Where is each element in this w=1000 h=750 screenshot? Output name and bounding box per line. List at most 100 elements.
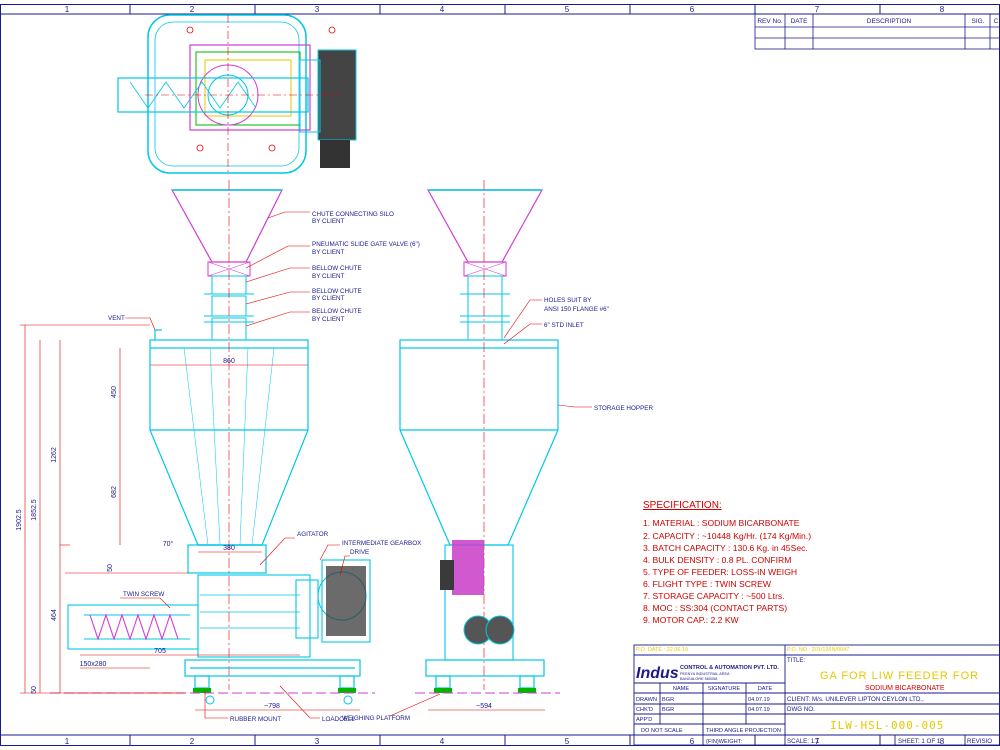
title-block: P.O. DATE : 22.06.19 P.O. NO.: 201/19/IN… (633, 644, 1000, 746)
column-number: 7 (815, 5, 820, 14)
callout-bellow-1: BELLOW CHUTE (312, 265, 362, 272)
dwg-label: DWG NO. (787, 706, 815, 713)
company-name: CONTROL & AUTOMATION PVT. LTD. (680, 665, 779, 671)
dimension-lines (20, 324, 545, 711)
rev-date-header: DATE (791, 18, 809, 25)
dim-594: ~594 (476, 703, 492, 710)
column-number: 6 (690, 5, 695, 14)
dwg-number: ILW-HSL-000-005 (830, 719, 944, 732)
motor-block (452, 540, 484, 595)
dim-380: 380 (223, 545, 235, 552)
po-number: P.O. NO.: 201/19/IN/0047 (787, 647, 849, 653)
po-date: P.O. DATE : 22.06.19 (636, 647, 688, 653)
spec-item: 1. MATERIAL : SODIUM BICARBONATE (643, 518, 800, 528)
client-label: CLIENT: (787, 696, 810, 703)
spec-item: 4. BULK DENSITY : 0.8 PL. CONFIRM (643, 555, 791, 565)
dim-angle: 70° (163, 540, 174, 548)
column-number: 4 (440, 737, 445, 746)
do-not-scale: DO NOT SCALE (641, 728, 683, 734)
callout-loadcell: LOADCELL (322, 716, 355, 723)
chkd-label: CHK'D (636, 707, 653, 713)
column-number: 1 (65, 737, 70, 746)
dim-1852: 1852.5 (31, 499, 38, 521)
silo-funnel (170, 189, 283, 263)
column-number: 2 (190, 5, 195, 14)
drawing-subtitle: SODIUM BICARBONATE (865, 685, 945, 692)
projection: THIRD ANGLE PROJECTION (706, 728, 781, 734)
revision-label: REVISIO (967, 738, 992, 745)
callout-rubber-mount: RUBBER MOUNT (230, 716, 281, 723)
side-view (399, 180, 560, 694)
chkd-name: BGR (662, 707, 674, 713)
dim-798: ~798 (264, 703, 280, 710)
callout-drive: DRIVE (350, 549, 369, 556)
spec-heading: SPECIFICATION: (643, 500, 722, 511)
dim-450: 450 (111, 386, 118, 398)
callout-bellow-1-client: BY CLIENT (312, 273, 345, 280)
chkd-date: 04.07.19 (748, 707, 770, 713)
spec-item: 5. TYPE OF FEEDER: LOSS-IN WEIGH (643, 567, 797, 577)
col-signature: SIGNATURE (708, 686, 740, 692)
col-name: NAME (673, 686, 689, 692)
title-label: TITLE: (787, 658, 805, 664)
drawn-date: 04.07.19 (748, 697, 770, 703)
callout-agitator: AGITATOR (297, 531, 329, 538)
dim-682: 682 (111, 486, 118, 498)
column-number: 8 (940, 737, 945, 746)
indus-logo: Indus (636, 665, 679, 682)
callout-weighing-platform: WEIGHING PLATFORM (342, 715, 410, 722)
sheet-number: SHEET: 1 OF 1 (898, 738, 941, 745)
spec-item: 3. BATCH CAPACITY : 130.6 Kg. in 45Sec. (643, 543, 808, 553)
column-number: 6 (690, 737, 695, 746)
frame-column-numbers-bottom: 1 2 3 4 5 6 7 8 (65, 737, 945, 746)
column-number: 5 (565, 737, 570, 746)
rev-no-header: REV No. (757, 18, 782, 25)
callout-holes-flange: ANSI 150 FLANGE #6" (544, 306, 609, 313)
twin-screw-helix (89, 613, 179, 641)
revision-block: REV No. DATE DESCRIPTION SIG. C (754, 13, 1000, 50)
callout-bellow-2: BELLOW CHUTE (312, 288, 362, 295)
scale: SCALE: 1:1 (787, 738, 820, 745)
dim-50-b: 50 (31, 686, 38, 694)
callout-twin-screw: TWIN SCREW (123, 591, 164, 598)
fin-weight: (FIN)WEIGHT: (706, 739, 742, 745)
callout-holes: HOLES SUIT BY (544, 297, 592, 304)
col-date: DATE (758, 686, 773, 692)
spec-item: 6. FLIGHT TYPE : TWIN SCREW (643, 579, 772, 589)
callout-chute-silo-client: BY CLIENT (312, 218, 345, 225)
drawn-name: BGR (662, 697, 674, 703)
spec-item: 7. STORAGE CAPACITY : ~500 Ltrs. (643, 591, 785, 601)
drawing-title: GA FOR LIW FEEDER FOR (820, 670, 979, 682)
column-number: 2 (190, 737, 195, 746)
callout-bellow-3-client: BY CLIENT (312, 316, 345, 323)
column-number: 7 (815, 737, 820, 746)
callout-storage-hopper: STORAGE HOPPER (594, 405, 653, 412)
column-number: 3 (315, 5, 320, 14)
plan-view (117, 14, 357, 174)
dim-150x280: 150x280 (80, 661, 107, 668)
column-number: 1 (65, 5, 70, 14)
rev-c-header: C (994, 18, 999, 25)
front-view (50, 180, 375, 705)
callout-gearbox: INTERMEDIATE GEARBOX (342, 540, 422, 547)
dim-464: 464 (51, 609, 58, 621)
dim-50-a: 50 (107, 564, 114, 572)
company-address-2: BANGALORE 560058 (680, 677, 717, 681)
frame-column-numbers-top: 1 2 3 4 5 6 7 8 (65, 5, 945, 14)
dim-1902: 1902.5 (16, 509, 23, 531)
callout-slide-gate: PNEUMATIC SLIDE GATE VALVE (6") (312, 241, 420, 248)
leader-lines (120, 211, 592, 719)
rev-description-header: DESCRIPTION (867, 18, 912, 25)
callout-bellow-2-client: BY CLIENT (312, 295, 345, 302)
rev-sig-header: SIG. (971, 18, 984, 25)
spec-item: 2. CAPACITY : ~10448 Kg/Hr. (174 Kg/Min.… (643, 531, 811, 541)
client-name: M/s. UNILEVER LIPTON CEYLON LTD., (812, 696, 924, 703)
callout-inlet: 6" STD INLET (544, 322, 584, 329)
specification-block: SPECIFICATION: 1. MATERIAL : SODIUM BICA… (643, 500, 811, 625)
company-address-1: PEENYA INDUSTRIAL AREA (680, 672, 730, 676)
dim-860: 860 (223, 358, 235, 365)
callout-slide-gate-client: BY CLIENT (312, 249, 345, 256)
dim-705: 705 (154, 648, 166, 655)
drawn-label: DRAWN (636, 697, 657, 703)
